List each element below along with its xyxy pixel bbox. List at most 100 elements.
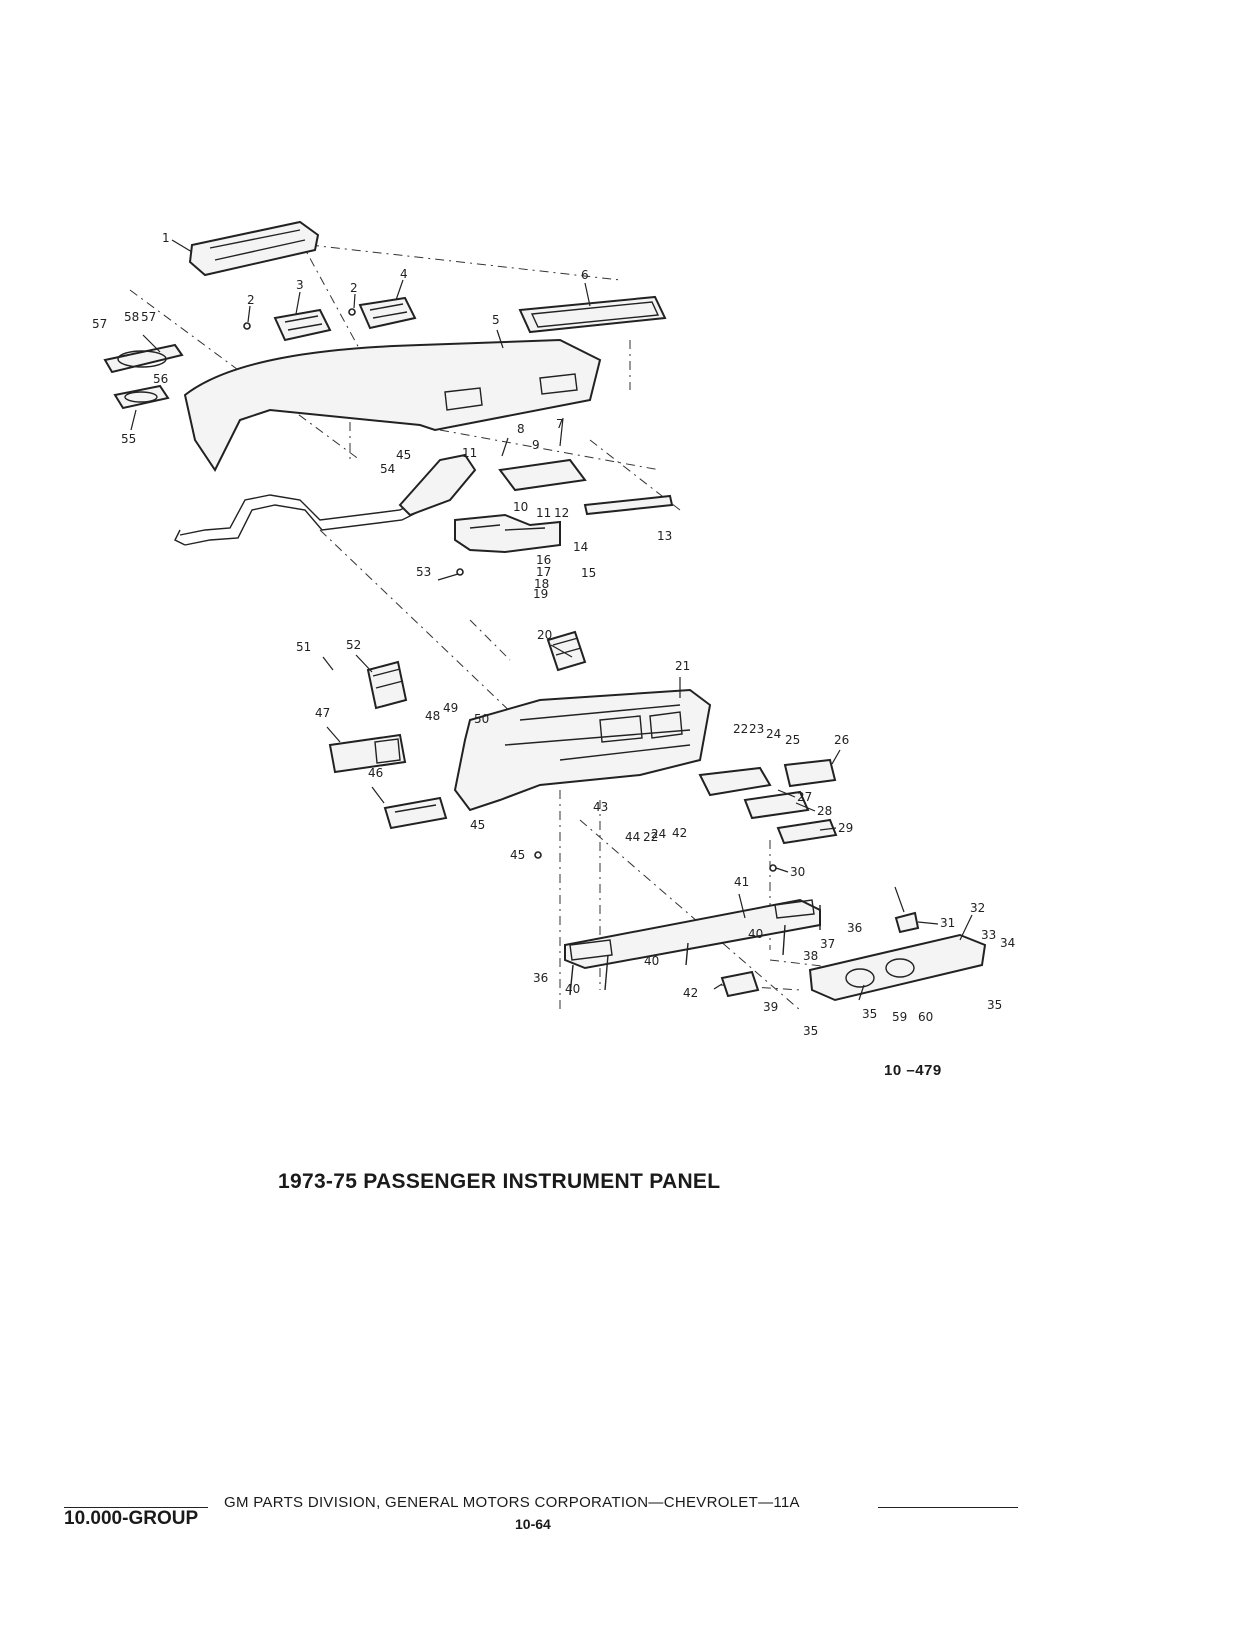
speaker-grille — [103, 343, 184, 374]
callout-leaders — [130, 239, 973, 1001]
callout-label: 55 — [121, 432, 136, 446]
callout-label: 39 — [763, 1000, 778, 1014]
callout-label: 6 — [581, 268, 589, 282]
callout-label: 31 — [940, 916, 955, 930]
defroster-outlet-left — [273, 308, 332, 342]
callout-label: 17 — [536, 565, 551, 579]
callout-label: 28 — [817, 804, 832, 818]
callout-label: 24 — [766, 727, 781, 741]
side-air-outlet-left — [366, 660, 408, 710]
callout-label: 7 — [556, 417, 564, 431]
callout-label: 20 — [537, 628, 552, 642]
callout-label: 41 — [734, 875, 749, 889]
callout-label: 35 — [803, 1024, 818, 1038]
callout-label: 16 — [536, 553, 551, 567]
callout-label: 60 — [918, 1010, 933, 1024]
callout-label: 5 — [492, 313, 500, 327]
callout-label: 24 — [651, 827, 666, 841]
callout-label: 11 — [536, 506, 551, 520]
callout-label: 57 — [92, 317, 107, 331]
screw-parts — [243, 308, 356, 330]
footer-group: 10.000-GROUP — [64, 1508, 199, 1529]
callout-label: 56 — [153, 372, 168, 386]
side-air-outlet-right — [546, 630, 587, 672]
callout-label: 52 — [346, 638, 361, 652]
fastener-parts — [456, 568, 821, 996]
callout-label: 54 — [380, 462, 395, 476]
callout-label: 13 — [657, 529, 672, 543]
callout-label: 42 — [683, 986, 698, 1000]
connector-block — [720, 911, 920, 998]
callout-label: 43 — [593, 800, 608, 814]
callout-label: 21 — [675, 659, 690, 673]
callout-label: 25 — [785, 733, 800, 747]
callout-label: 18 — [534, 577, 549, 591]
glove-box-bracket — [398, 453, 477, 517]
callout-label: 32 — [970, 901, 985, 915]
callout-label: 35 — [862, 1007, 877, 1021]
callout-label: 57 — [141, 310, 156, 324]
callout-label: 53 — [416, 565, 431, 579]
glove-box-door — [188, 220, 320, 277]
callout-label: 48 — [425, 709, 440, 723]
callout-label: 59 — [892, 1010, 907, 1024]
callout-label: 30 — [790, 865, 805, 879]
callout-label: 1 — [162, 231, 170, 245]
callout-label: 4 — [400, 267, 408, 281]
callout-numbers: 1 2 3 2 4 5 6 7 8 9 10 11 11 12 13 14 15… — [92, 231, 1015, 1038]
callout-label: 40 — [748, 927, 763, 941]
callout-label: 2 — [350, 281, 358, 295]
callout-label: 35 — [987, 998, 1002, 1012]
callout-label: 19 — [533, 587, 548, 601]
callout-label: 38 — [803, 949, 818, 963]
callout-label: 45 — [510, 848, 525, 862]
callout-label: 51 — [296, 640, 311, 654]
callout-label: 15 — [581, 566, 596, 580]
cluster-bezel — [808, 933, 987, 1002]
reinforcement-strip — [583, 494, 674, 516]
callout-label: 44 — [625, 830, 640, 844]
callout-label: 37 — [820, 937, 835, 951]
callout-label: 42 — [672, 826, 687, 840]
callout-label: 22 — [643, 830, 658, 844]
figure-code: 10 –479 — [884, 1062, 942, 1079]
callout-label: 46 — [368, 766, 383, 780]
speaker — [113, 384, 170, 410]
callout-label: 26 — [834, 733, 849, 747]
callout-label: 47 — [315, 706, 330, 720]
callout-label: 22 — [733, 722, 748, 736]
callout-label: 12 — [554, 506, 569, 520]
callout-label: 58 — [124, 310, 139, 324]
callout-label: 45 — [396, 448, 411, 462]
callout-label: 23 — [749, 722, 764, 736]
instrument-panel-pad — [183, 338, 602, 472]
callout-label: 36 — [533, 971, 548, 985]
callout-label: 2 — [247, 293, 255, 307]
page-number: 10-64 — [515, 1516, 551, 1532]
trim-plate — [518, 295, 667, 334]
instrument-panel-carrier — [453, 688, 712, 812]
ac-duct-assembly — [454, 458, 587, 554]
callout-label: 49 — [443, 701, 458, 715]
callout-label: 36 — [847, 921, 862, 935]
callout-label: 29 — [838, 821, 853, 835]
callout-label: 9 — [532, 438, 540, 452]
footer-source: GM PARTS DIVISION, GENERAL MOTORS CORPOR… — [224, 1494, 800, 1511]
callout-label: 27 — [797, 790, 812, 804]
defroster-outlet-right — [358, 296, 417, 330]
callout-label: 40 — [644, 954, 659, 968]
lower-panel — [564, 898, 821, 970]
callout-label: 34 — [1000, 936, 1015, 950]
control-head — [383, 796, 448, 830]
callout-label: 10 — [513, 500, 528, 514]
radio — [328, 733, 407, 774]
footer-rule-left — [64, 1507, 208, 1508]
callout-label: 14 — [573, 540, 588, 554]
callout-label: 45 — [470, 818, 485, 832]
callout-label: 50 — [474, 712, 489, 726]
ashtray-assembly — [698, 758, 838, 845]
callout-label: 3 — [296, 278, 304, 292]
wiring-harness — [174, 494, 433, 546]
callout-label: 40 — [565, 982, 580, 996]
